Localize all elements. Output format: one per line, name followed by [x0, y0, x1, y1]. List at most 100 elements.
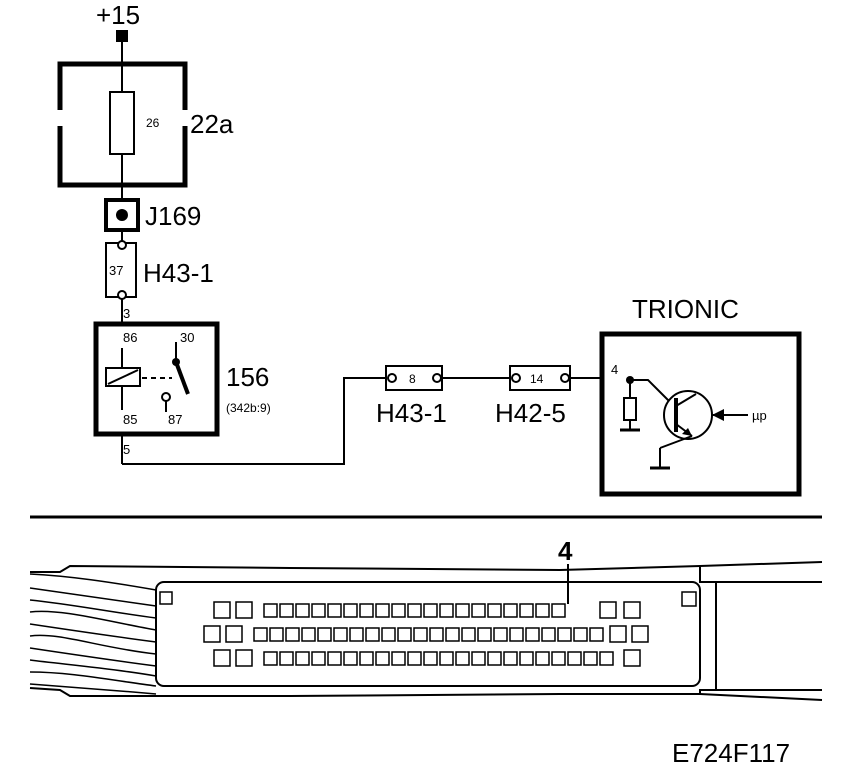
connector-pin [445, 627, 460, 642]
connector-pin [599, 601, 617, 619]
ecu-label: TRIONIC [632, 294, 739, 324]
junction-label: J169 [145, 201, 201, 231]
connector-mid-2-label: H42-5 [495, 398, 566, 428]
connector-pin [519, 603, 534, 618]
connector-pin [623, 601, 641, 619]
connector-pin [509, 627, 524, 642]
connector-pin [253, 627, 268, 642]
relay-pin-85: 85 [123, 412, 137, 427]
junction-dot [116, 209, 128, 221]
connector-pin [487, 651, 502, 666]
input-arrow-icon [712, 409, 724, 421]
connector-pin [471, 603, 486, 618]
connector-pin [589, 627, 604, 642]
connector-pin [439, 651, 454, 666]
connector-pin [235, 601, 253, 619]
connector-pin [269, 627, 284, 642]
connector-pin [503, 603, 518, 618]
connector-pin [311, 651, 326, 666]
relay-switch-arm [174, 361, 190, 395]
connector-pin [391, 603, 406, 618]
relay-pin-86: 86 [123, 330, 137, 345]
harness-connector [29, 561, 823, 701]
connector-pin [203, 625, 221, 643]
connector-pin [117, 240, 127, 250]
connector-pin [263, 651, 278, 666]
ecu-resistor [623, 397, 637, 421]
connector-pin [623, 649, 641, 667]
connector-pin [423, 603, 438, 618]
connector-pin [279, 603, 294, 618]
relay-label: 156 [226, 362, 269, 392]
connector-pin [333, 627, 348, 642]
connector-pin [455, 603, 470, 618]
connector-pin [225, 625, 243, 643]
connector-pin [365, 627, 380, 642]
connector-pin [525, 627, 540, 642]
connector-pin-grid [203, 601, 649, 667]
connector-pin [407, 603, 422, 618]
connector-pin [349, 627, 364, 642]
ecu-pin: 4 [611, 362, 618, 377]
connector-pin [301, 627, 316, 642]
connector-pin [295, 603, 310, 618]
connector-pin [263, 603, 278, 618]
connector-pin [327, 603, 342, 618]
connector-pin [461, 627, 476, 642]
connector-pin [359, 651, 374, 666]
connector-pin [407, 651, 422, 666]
connector-pin [359, 603, 374, 618]
connector-pin [311, 603, 326, 618]
connector-pin [557, 627, 572, 642]
relay-wire-in: 3 [123, 306, 130, 321]
relay-pin-30: 30 [180, 330, 194, 345]
connector-pin [213, 601, 231, 619]
supply-terminal [116, 30, 128, 42]
connector-pin [573, 627, 588, 642]
supply-label: +15 [96, 0, 140, 30]
connector-pin [535, 603, 550, 618]
relay-wire-out: 5 [123, 442, 130, 457]
signal-wire [122, 377, 390, 465]
connector-pin [471, 651, 486, 666]
connector-pin [455, 651, 470, 666]
figure-code: E724F117 [672, 738, 790, 768]
connector-pin [631, 625, 649, 643]
relay-contact-87 [161, 392, 171, 402]
connector-pin [375, 603, 390, 618]
connector-pin [423, 651, 438, 666]
connector-pin [117, 290, 127, 300]
connector-pin [375, 651, 390, 666]
connector-mid-2-pin: 14 [530, 372, 544, 386]
connector-pin [397, 627, 412, 642]
wire-bundle [29, 573, 157, 695]
connector-pin [235, 649, 253, 667]
connector-pin [429, 627, 444, 642]
connector-pin [519, 651, 534, 666]
connector-pin [567, 651, 582, 666]
fuse-box-label: 22a [190, 109, 234, 139]
connector-pin [439, 603, 454, 618]
connector-pin [493, 627, 508, 642]
connector-top-label: H43-1 [143, 258, 214, 288]
connector-pin [609, 625, 627, 643]
connector-pin [541, 627, 556, 642]
connector-pin [317, 627, 332, 642]
pin-callout-label: 4 [558, 536, 573, 566]
connector-h43-1-top [105, 242, 137, 298]
connector-pin [279, 651, 294, 666]
relay-pin-87: 87 [168, 412, 182, 427]
connector-pin [391, 651, 406, 666]
connector-mid-1-pin: 8 [409, 372, 416, 386]
relay-ref: (342b:9) [226, 401, 271, 415]
connector-pin [503, 651, 518, 666]
connector-pin [551, 651, 566, 666]
fuse-box-22a [57, 61, 188, 188]
connector-pin [295, 651, 310, 666]
connector-mid-1-label: H43-1 [376, 398, 447, 428]
connector-top-pin: 37 [109, 263, 123, 278]
connector-pin [213, 649, 231, 667]
connector-pin [413, 627, 428, 642]
connector-pin [343, 651, 358, 666]
